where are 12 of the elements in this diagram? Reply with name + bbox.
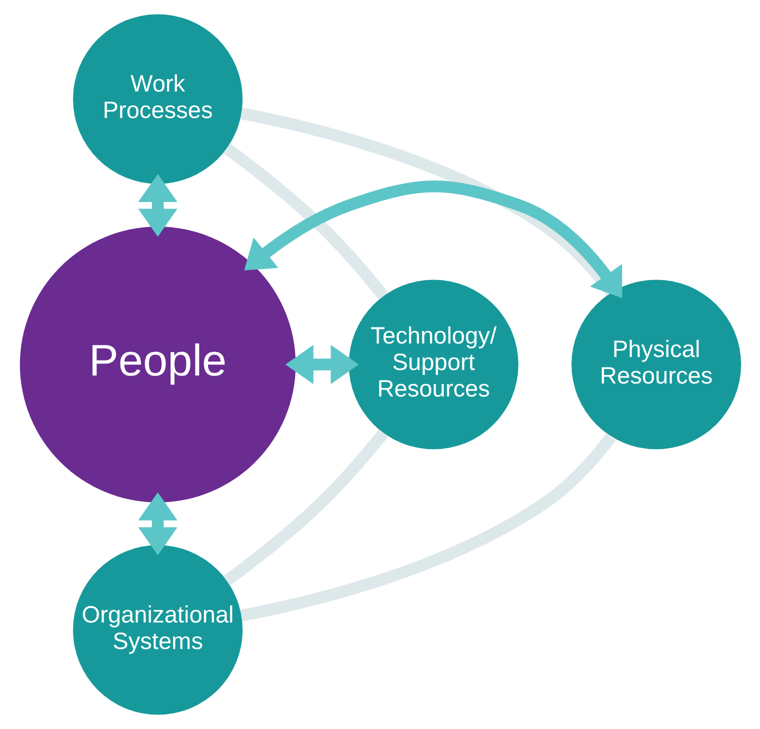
node-circle: Technology/ Support Resources	[348, 280, 518, 450]
arrow	[138, 492, 177, 556]
node-circle: Organizational Systems	[72, 545, 242, 715]
arrow	[284, 344, 358, 384]
connector	[223, 144, 388, 300]
connector	[240, 433, 616, 622]
connector	[223, 429, 388, 586]
node-circle: Physical Resources	[571, 280, 741, 450]
arrow	[244, 180, 622, 298]
node-circle: People	[19, 226, 296, 502]
arrow	[138, 174, 177, 237]
node-circle: Work Processes	[72, 14, 242, 184]
